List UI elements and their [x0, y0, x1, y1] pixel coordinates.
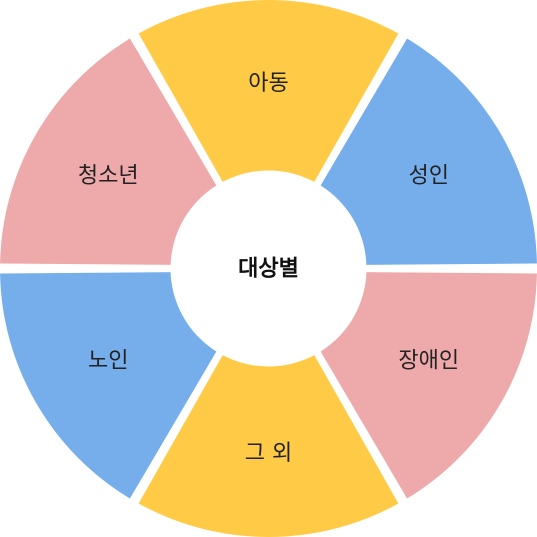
segment-label-3: 그 외	[245, 441, 292, 466]
segment-label-5: 청소년	[78, 164, 139, 189]
segment-label-0: 아동	[248, 71, 288, 96]
center-hub	[170, 170, 367, 367]
center-label: 대상별	[238, 257, 299, 282]
segment-label-1: 성인	[408, 164, 448, 189]
segment-0	[138, 0, 399, 263]
segment-label-4: 노인	[88, 349, 128, 374]
segment-label-2: 장애인	[398, 349, 459, 374]
segment-3	[138, 274, 399, 537]
